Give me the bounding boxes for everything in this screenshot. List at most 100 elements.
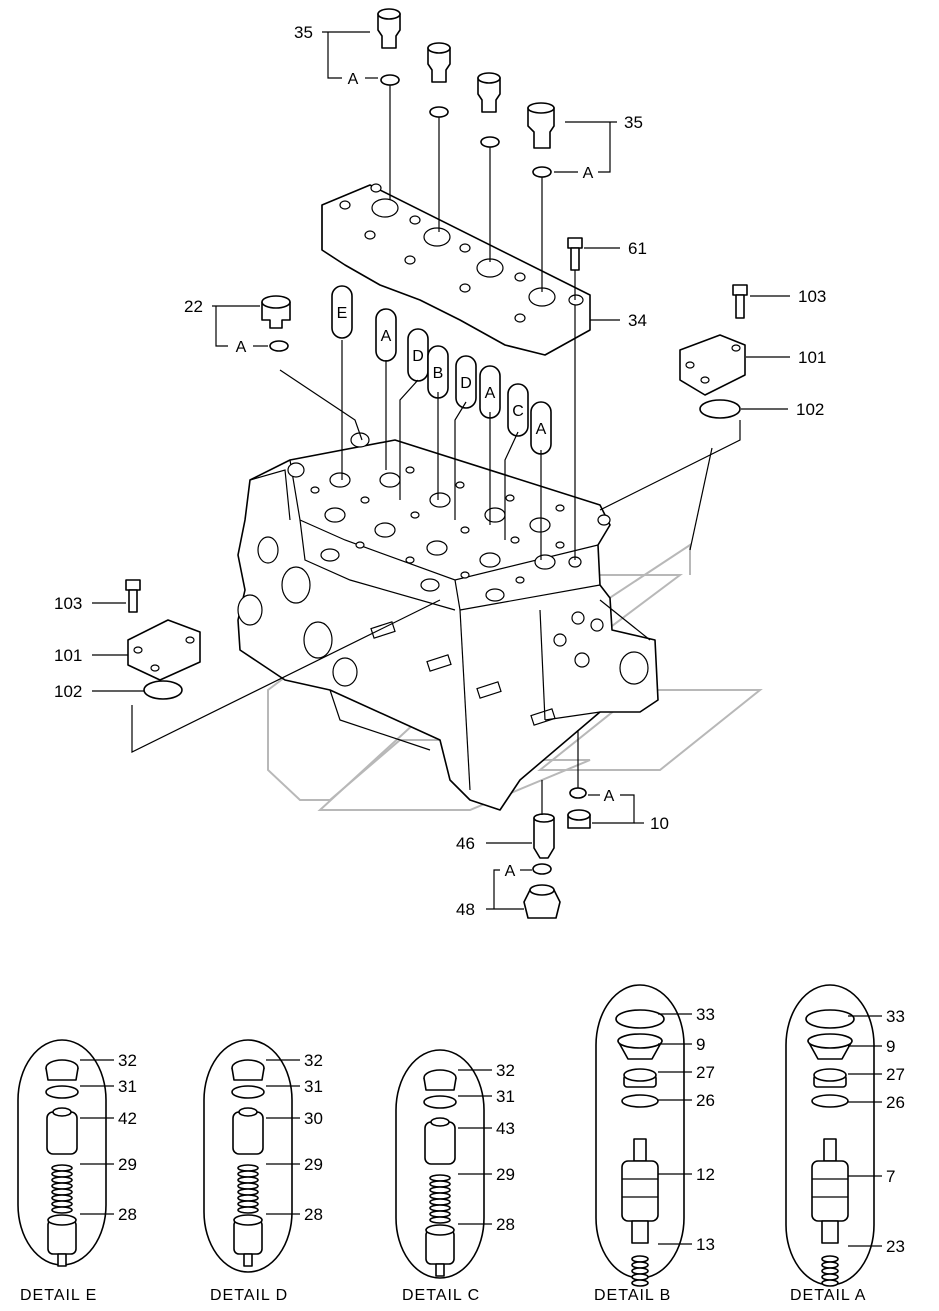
svg-text:A: A — [505, 863, 516, 880]
detail-parts — [805, 1009, 855, 1287]
detail-parts — [45, 1059, 79, 1267]
seal-tag: D — [407, 328, 429, 382]
detail-outline — [395, 1049, 485, 1279]
detail-part-number: 23 — [886, 1237, 905, 1256]
seal-tag: A — [375, 308, 397, 362]
detail-part-number: 32 — [496, 1061, 515, 1080]
svg-text:61: 61 — [628, 239, 647, 258]
cover-plate-34 — [321, 183, 591, 356]
seal-tag-letter: A — [381, 328, 392, 345]
label-101-left: 101 — [54, 646, 128, 665]
detail-parts — [231, 1059, 265, 1267]
plug-35-4 — [527, 102, 555, 178]
seal-tag-letter: C — [512, 403, 524, 420]
label-35-top: 35 A — [294, 23, 378, 88]
seal-tag: E — [331, 285, 353, 339]
plug-35-3 — [477, 72, 501, 148]
detail-part-number: 26 — [886, 1093, 905, 1112]
detail-part-number: 30 — [304, 1109, 323, 1128]
label-48: 48 A — [456, 863, 532, 919]
svg-text:35: 35 — [624, 113, 643, 132]
seal-tag: A — [479, 365, 501, 419]
valve-body — [237, 432, 659, 811]
detail-part-number: 26 — [696, 1091, 715, 1110]
svg-text:22: 22 — [184, 297, 203, 316]
label-101-right: 101 — [746, 348, 826, 367]
label-22: 22 A — [184, 297, 268, 356]
plug-46 — [533, 813, 555, 859]
seal-tag: A — [530, 401, 552, 455]
seal-tag-letter: B — [433, 365, 444, 382]
svg-text:101: 101 — [54, 646, 82, 665]
svg-text:A: A — [583, 165, 594, 182]
label-103-right: 103 — [750, 287, 826, 306]
detail-part-number: 29 — [496, 1165, 515, 1184]
seal-tag: D — [455, 355, 477, 409]
detail-title: DETAIL C — [402, 1287, 480, 1304]
detail-part-number: 27 — [886, 1065, 905, 1084]
body-bores — [310, 466, 582, 602]
svg-text:48: 48 — [456, 900, 475, 919]
detail-part-number: 28 — [304, 1205, 323, 1224]
body-grates — [370, 621, 556, 726]
detail-title: DETAIL D — [210, 1287, 288, 1304]
detail-part-number: 9 — [886, 1037, 895, 1056]
label-103-left: 103 — [54, 594, 126, 613]
label-35-right: 35 A — [554, 113, 643, 182]
detail-parts — [615, 1009, 665, 1287]
detail-part-number: 9 — [696, 1035, 705, 1054]
detail-part-number: 28 — [496, 1215, 515, 1234]
plug-35-2 — [427, 42, 451, 118]
label-61: 61 — [584, 239, 647, 258]
screw-61 — [567, 237, 583, 300]
svg-text:10: 10 — [650, 814, 669, 833]
detail-part-number: 27 — [696, 1063, 715, 1082]
seal-tag-letter: D — [412, 348, 424, 365]
detail-part-number: 12 — [696, 1165, 715, 1184]
svg-text:A: A — [236, 339, 247, 356]
seal-tag: C — [507, 383, 529, 437]
label-34: 34 — [590, 311, 647, 330]
seal-tag: B — [427, 345, 449, 399]
detail-parts — [423, 1069, 457, 1277]
detail-title: DETAIL E — [20, 1287, 97, 1304]
detail-part-number: 32 — [304, 1051, 323, 1070]
label-102-left: 102 — [54, 682, 144, 701]
detail-part-number: 28 — [118, 1205, 137, 1224]
svg-text:103: 103 — [54, 594, 82, 613]
detail-part-number: 33 — [886, 1007, 905, 1026]
svg-text:34: 34 — [628, 311, 647, 330]
seal-tag-letter: D — [460, 375, 472, 392]
detail-outline — [203, 1039, 293, 1273]
detail-title: DETAIL A — [790, 1287, 866, 1304]
seal-tag-letter: A — [485, 385, 496, 402]
plug-10 — [567, 787, 591, 829]
detail-part-number: 32 — [118, 1051, 137, 1070]
cover-101-right — [679, 284, 748, 419]
seal-tag-letter: E — [337, 305, 348, 322]
detail-part-number: 33 — [696, 1005, 715, 1024]
seal-tag-letter: A — [536, 421, 547, 438]
svg-text:102: 102 — [54, 682, 82, 701]
svg-text:35: 35 — [294, 23, 313, 42]
detail-part-number: 42 — [118, 1109, 137, 1128]
label-46: 46 — [456, 834, 532, 853]
detail-part-number: 29 — [304, 1155, 323, 1174]
svg-text:102: 102 — [796, 400, 824, 419]
detail-part-number: 43 — [496, 1119, 515, 1138]
detail-part-number: 13 — [696, 1235, 715, 1254]
svg-text:46: 46 — [456, 834, 475, 853]
label-102-right: 102 — [741, 400, 824, 419]
detail-part-number: 31 — [304, 1077, 323, 1096]
detail-title: DETAIL B — [594, 1287, 671, 1304]
plug-22 — [261, 295, 291, 352]
svg-text:103: 103 — [798, 287, 826, 306]
detail-part-number: 31 — [496, 1087, 515, 1106]
